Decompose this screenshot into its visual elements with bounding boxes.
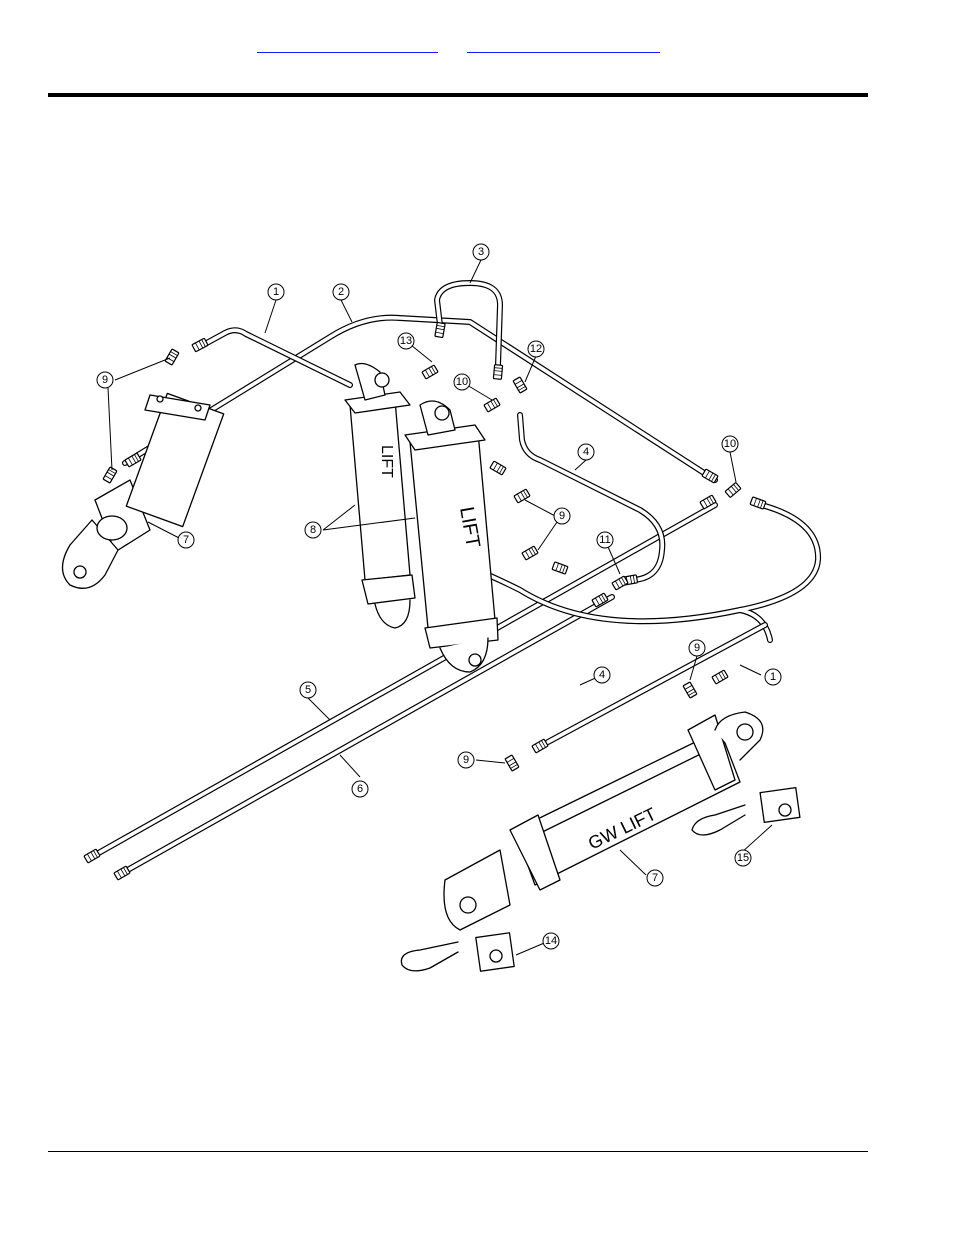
callout-5: 5 <box>305 684 311 696</box>
callout-2: 2 <box>338 286 344 298</box>
callout-9: 9 <box>694 642 700 654</box>
callout-15: 15 <box>737 852 749 864</box>
hydraulic-parts-diagram: LIFT LIFT GW LIFT <box>48 236 830 984</box>
callout-11: 11 <box>599 534 610 546</box>
callout-14: 14 <box>545 935 557 947</box>
callout-6: 6 <box>357 783 363 795</box>
callout-9: 9 <box>559 510 565 522</box>
callout-7: 7 <box>183 534 189 546</box>
header-rule <box>48 93 868 97</box>
callout-12: 12 <box>530 343 542 355</box>
header-link-right[interactable] <box>467 38 660 53</box>
callout-3: 3 <box>478 246 484 258</box>
callout-8: 8 <box>310 524 316 536</box>
callout-4: 4 <box>599 669 605 681</box>
callout-9: 9 <box>102 374 108 386</box>
header-link-left[interactable] <box>257 38 438 53</box>
callout-9: 9 <box>463 754 469 766</box>
line-5-inner <box>93 503 717 857</box>
callout-4: 4 <box>583 446 589 458</box>
callout-13: 13 <box>400 335 412 347</box>
callout-10: 10 <box>456 376 468 388</box>
callout-1: 1 <box>770 671 776 683</box>
cylinder-label-lift-1: LIFT <box>378 445 395 478</box>
callout-7: 7 <box>652 872 658 884</box>
callout-1: 1 <box>273 286 279 298</box>
footer-rule <box>48 1151 868 1152</box>
callout-10: 10 <box>724 438 736 450</box>
